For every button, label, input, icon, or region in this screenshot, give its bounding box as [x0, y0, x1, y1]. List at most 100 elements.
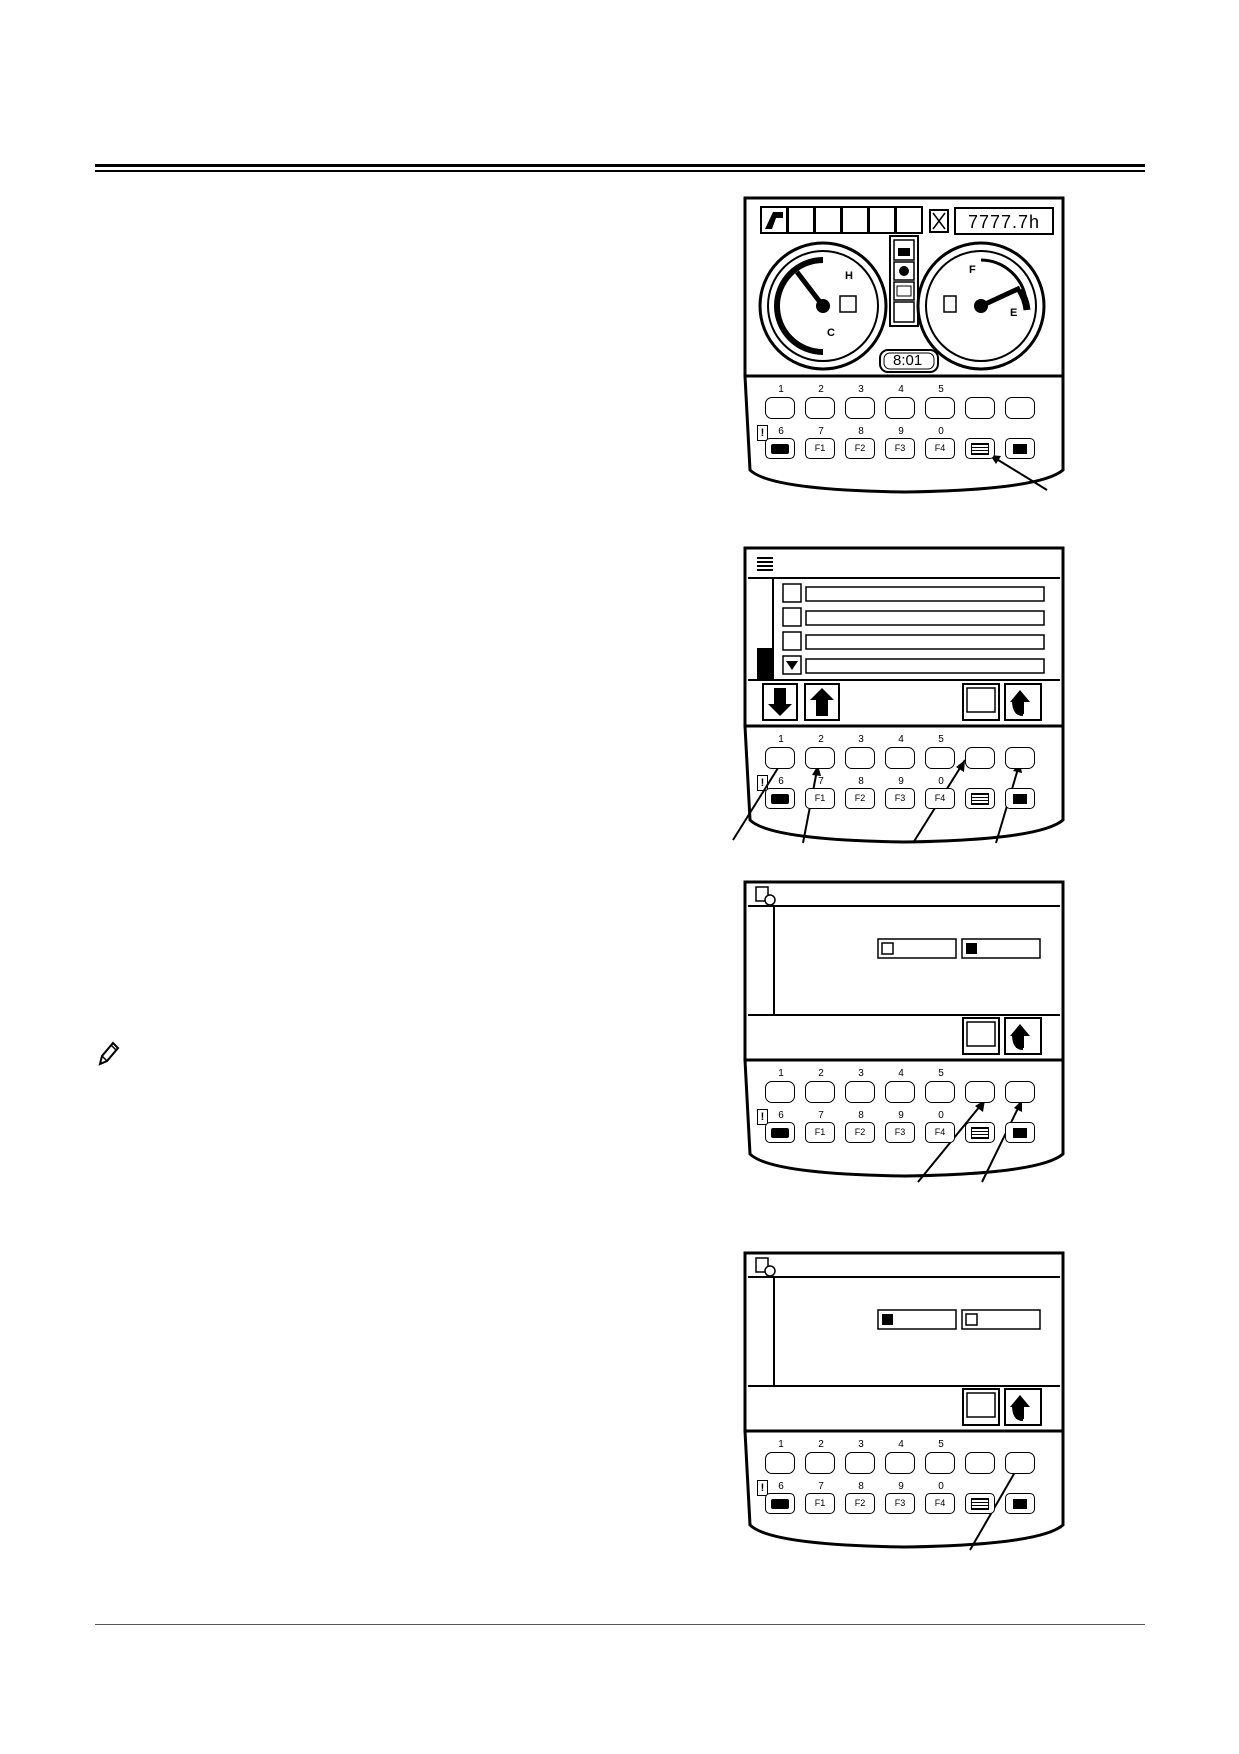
function-key-f4[interactable]: F4: [925, 438, 955, 459]
keypad-top-key-3[interactable]: [845, 397, 875, 419]
camera-key[interactable]: [765, 788, 795, 809]
key-number-label: 3: [858, 734, 864, 745]
keypad-top-key-1[interactable]: [765, 1452, 795, 1474]
note-pencil-icon: [98, 1041, 120, 1066]
key-number-label: 5: [938, 1068, 944, 1079]
key-number-label: 1: [778, 384, 784, 395]
function-key-f2[interactable]: F2: [845, 1122, 875, 1143]
function-key-f4[interactable]: F4: [925, 1493, 955, 1514]
fuel-empty-label: E: [1010, 307, 1018, 319]
keypad-top-key-4[interactable]: [885, 397, 915, 419]
key-number-label: 8: [858, 426, 864, 437]
key-number-label: 3: [858, 1439, 864, 1450]
keypad-top-key-6[interactable]: [965, 1081, 995, 1103]
menu-key[interactable]: [965, 438, 995, 459]
function-key-f1[interactable]: F1: [805, 788, 835, 809]
return-icon: [1012, 700, 1023, 716]
key-number-label: 5: [938, 384, 944, 395]
keypad-top-key-1[interactable]: [765, 747, 795, 769]
function-key-f2[interactable]: F2: [845, 788, 875, 809]
camera-icon: [771, 1498, 789, 1509]
keypad-top-key-7[interactable]: [1005, 1452, 1035, 1474]
menu-icon: [971, 1497, 989, 1510]
keypad-top-key-4[interactable]: [885, 747, 915, 769]
keypad-top-key-7[interactable]: [1005, 1081, 1035, 1103]
function-key-f2[interactable]: F2: [845, 1493, 875, 1514]
key-number-label: 7: [818, 1110, 824, 1121]
menu-icon: [971, 792, 989, 805]
menu-icon: [971, 442, 989, 455]
function-key-f1[interactable]: F1: [805, 1122, 835, 1143]
coolant-temp-icon: [839, 295, 857, 313]
key-number-label: 4: [898, 1068, 904, 1079]
key-number-label: 1: [778, 1068, 784, 1079]
menu-item-1[interactable]: [810, 588, 1040, 600]
keypad-top-key-1[interactable]: [765, 397, 795, 419]
key-number-label: 1: [778, 734, 784, 745]
function-key-f2[interactable]: F2: [845, 438, 875, 459]
keypad-top-key-6[interactable]: [965, 1452, 995, 1474]
key-number-label: 0: [938, 426, 944, 437]
function-key-f3[interactable]: F3: [885, 438, 915, 459]
keypad-top-key-2[interactable]: [805, 1081, 835, 1103]
header-rule-thin: [95, 170, 1145, 172]
camera-key[interactable]: [765, 1122, 795, 1143]
keypad-top-key-2[interactable]: [805, 1452, 835, 1474]
display-switch-key[interactable]: [1005, 1493, 1035, 1514]
key-number-label: 0: [938, 776, 944, 787]
display-switch-key[interactable]: [1005, 788, 1035, 809]
keypad-top-key-5[interactable]: [925, 1452, 955, 1474]
keypad-top-key-5[interactable]: [925, 397, 955, 419]
keypad-top-key-7[interactable]: [1005, 397, 1035, 419]
keypad-top-key-2[interactable]: [805, 747, 835, 769]
warning-icon: !: [757, 1480, 768, 1496]
key-number-label: 3: [858, 384, 864, 395]
function-key-f3[interactable]: F3: [885, 1493, 915, 1514]
menu-key[interactable]: [965, 1493, 995, 1514]
key-number-label: 6: [778, 776, 784, 787]
keypad-top-key-3[interactable]: [845, 1452, 875, 1474]
key-number-label: 8: [858, 1481, 864, 1492]
key-number-label: 4: [898, 384, 904, 395]
display-switch-icon: [1013, 443, 1027, 454]
key-number-label: 1: [778, 1439, 784, 1450]
keypad-top-key-2[interactable]: [805, 397, 835, 419]
menu-item-2[interactable]: [810, 612, 1040, 624]
display-switch-icon: [1013, 793, 1027, 804]
keypad-top-key-4[interactable]: [885, 1452, 915, 1474]
keypad-top-key-4[interactable]: [885, 1081, 915, 1103]
camera-key[interactable]: [765, 1493, 795, 1514]
display-switch-key[interactable]: [1005, 1122, 1035, 1143]
menu-key[interactable]: [965, 788, 995, 809]
key-number-label: 9: [898, 776, 904, 787]
keypad-top-key-3[interactable]: [845, 747, 875, 769]
key-number-label: 9: [898, 1110, 904, 1121]
function-key-f3[interactable]: F3: [885, 1122, 915, 1143]
keypad-top-key-6[interactable]: [965, 747, 995, 769]
camera-icon: [771, 443, 789, 454]
hourglass-icon: [929, 209, 949, 233]
key-number-label: 8: [858, 1110, 864, 1121]
function-key-f4[interactable]: F4: [925, 1122, 955, 1143]
camera-key[interactable]: [765, 438, 795, 459]
function-key-f3[interactable]: F3: [885, 788, 915, 809]
menu-key[interactable]: [965, 1122, 995, 1143]
clock-display: 8:01: [893, 352, 923, 369]
display-switch-key[interactable]: [1005, 438, 1035, 459]
menu-item-4[interactable]: [810, 660, 1040, 672]
keypad-top-key-1[interactable]: [765, 1081, 795, 1103]
function-key-f4[interactable]: F4: [925, 788, 955, 809]
keypad-top-key-5[interactable]: [925, 1081, 955, 1103]
menu-item-3[interactable]: [810, 636, 1040, 648]
function-key-f1[interactable]: F1: [805, 438, 835, 459]
key-number-label: 3: [858, 1068, 864, 1079]
keypad-top-key-6[interactable]: [965, 397, 995, 419]
keypad-top-key-7[interactable]: [1005, 747, 1035, 769]
key-number-label: 2: [818, 384, 824, 395]
keypad-top-key-3[interactable]: [845, 1081, 875, 1103]
keypad-top-key-5[interactable]: [925, 747, 955, 769]
hour-meter-value: 7777.7h: [968, 212, 1041, 232]
function-key-f1[interactable]: F1: [805, 1493, 835, 1514]
